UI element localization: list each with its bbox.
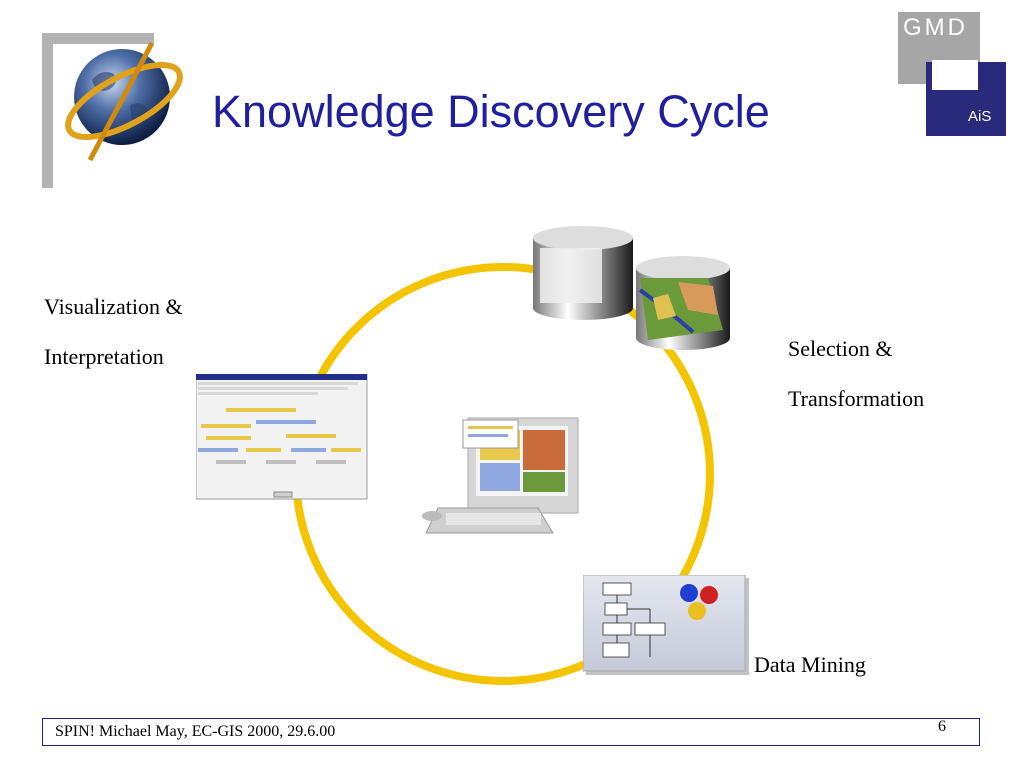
database-icon [533,226,730,350]
visualization-screenshot [196,374,368,500]
computer-icon [422,417,579,534]
ais-logo-text: AiS [968,108,992,125]
page-number: 6 [938,718,946,735]
label-data-mining: Data Mining [754,652,866,677]
footer-text: SPIN! Michael May, EC-GIS 2000, 29.6.00 [55,723,336,740]
header-bracket-vertical [42,33,53,188]
gmd-logo-text: GMD [903,14,968,41]
label-selection-line1: Selection & [788,336,893,361]
logo-notch [932,60,978,90]
page-title: Knowledge Discovery Cycle [212,86,770,137]
label-visualization-line2: Interpretation [44,344,164,369]
footer-box [42,718,980,746]
label-visualization-line1: Visualization & [44,294,183,319]
label-selection-line2: Transformation [788,386,925,411]
header-bracket-horizontal [42,33,154,44]
globe-icon [65,41,183,162]
data-mining-flowchart [583,575,749,675]
